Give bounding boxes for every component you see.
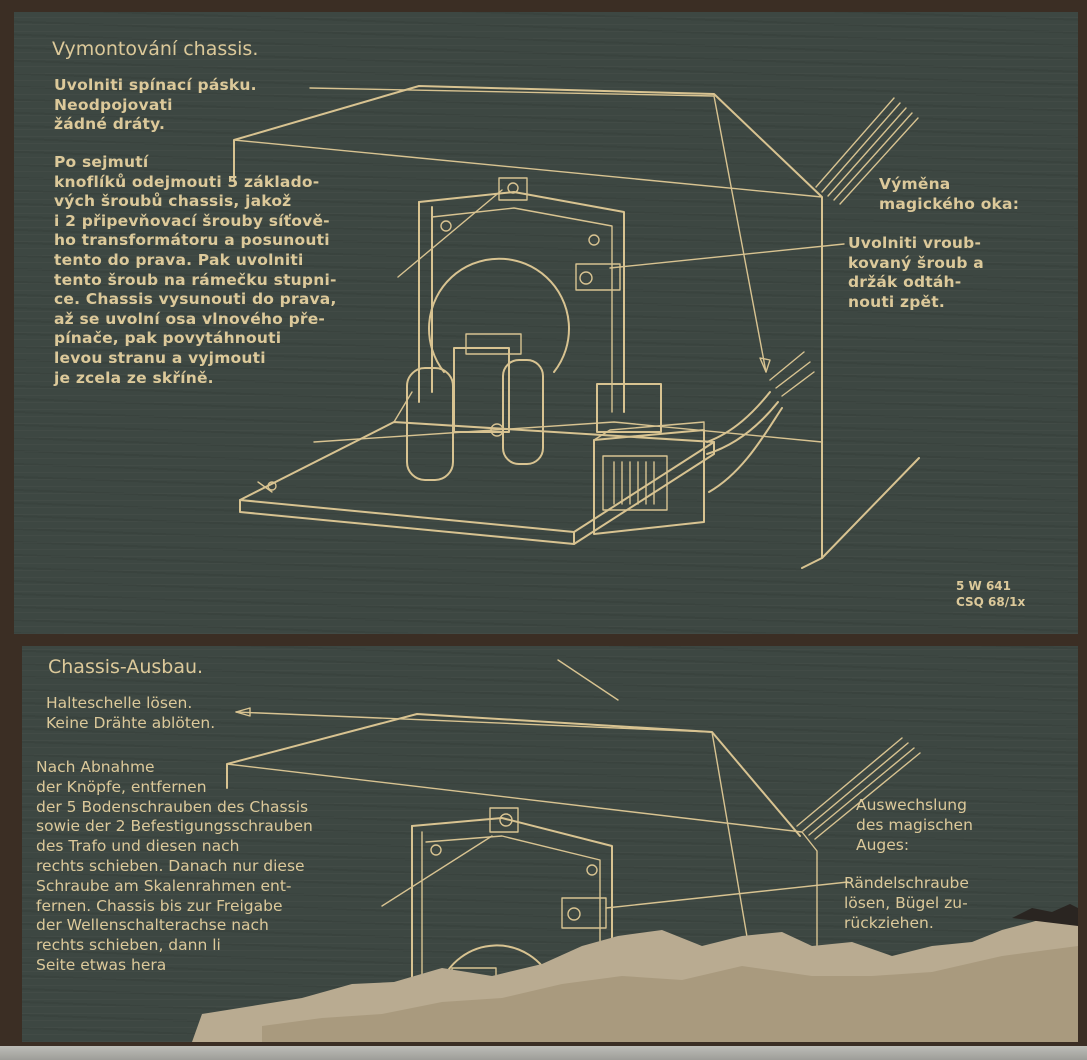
chassis-removal-steps: Po sejmutí knoflíků odejmouti 5 základo-… <box>54 153 337 387</box>
german-title: Chassis-Ausbau. <box>48 656 204 678</box>
german-magic-eye-heading: Auswechslung des magischen Auges: <box>856 796 973 854</box>
metal-strip <box>0 1046 1087 1060</box>
magic-eye-heading: Výměna magického oka: <box>879 175 1020 213</box>
torn-paper-damage <box>192 904 1078 1042</box>
german-magic-eye-instruction: Rändelschraube lösen, Bügel zu- rückzieh… <box>844 874 969 932</box>
magic-eye-instruction: Uvolniti vroub- kovaný šroub a držák odt… <box>848 234 984 311</box>
czech-instruction-panel: Vymontování chassis. Uvolniti spínací pá… <box>14 12 1078 634</box>
model-code: 5 W 641 CSQ 68/1x <box>956 579 1026 609</box>
chassis-diagram <box>233 85 920 569</box>
german-release-instruction: Halteschelle lösen. Keine Drähte ablöten… <box>46 694 216 732</box>
german-removal-steps: Nach Abnahme der Knöpfe, entfernen der 5… <box>36 758 313 974</box>
german-instruction-panel: Chassis-Ausbau. Halteschelle lösen. Kein… <box>22 646 1078 1042</box>
page-title: Vymontování chassis. <box>52 38 259 60</box>
release-strap-instruction: Uvolniti spínací pásku. Neodpojovati žád… <box>54 76 257 134</box>
